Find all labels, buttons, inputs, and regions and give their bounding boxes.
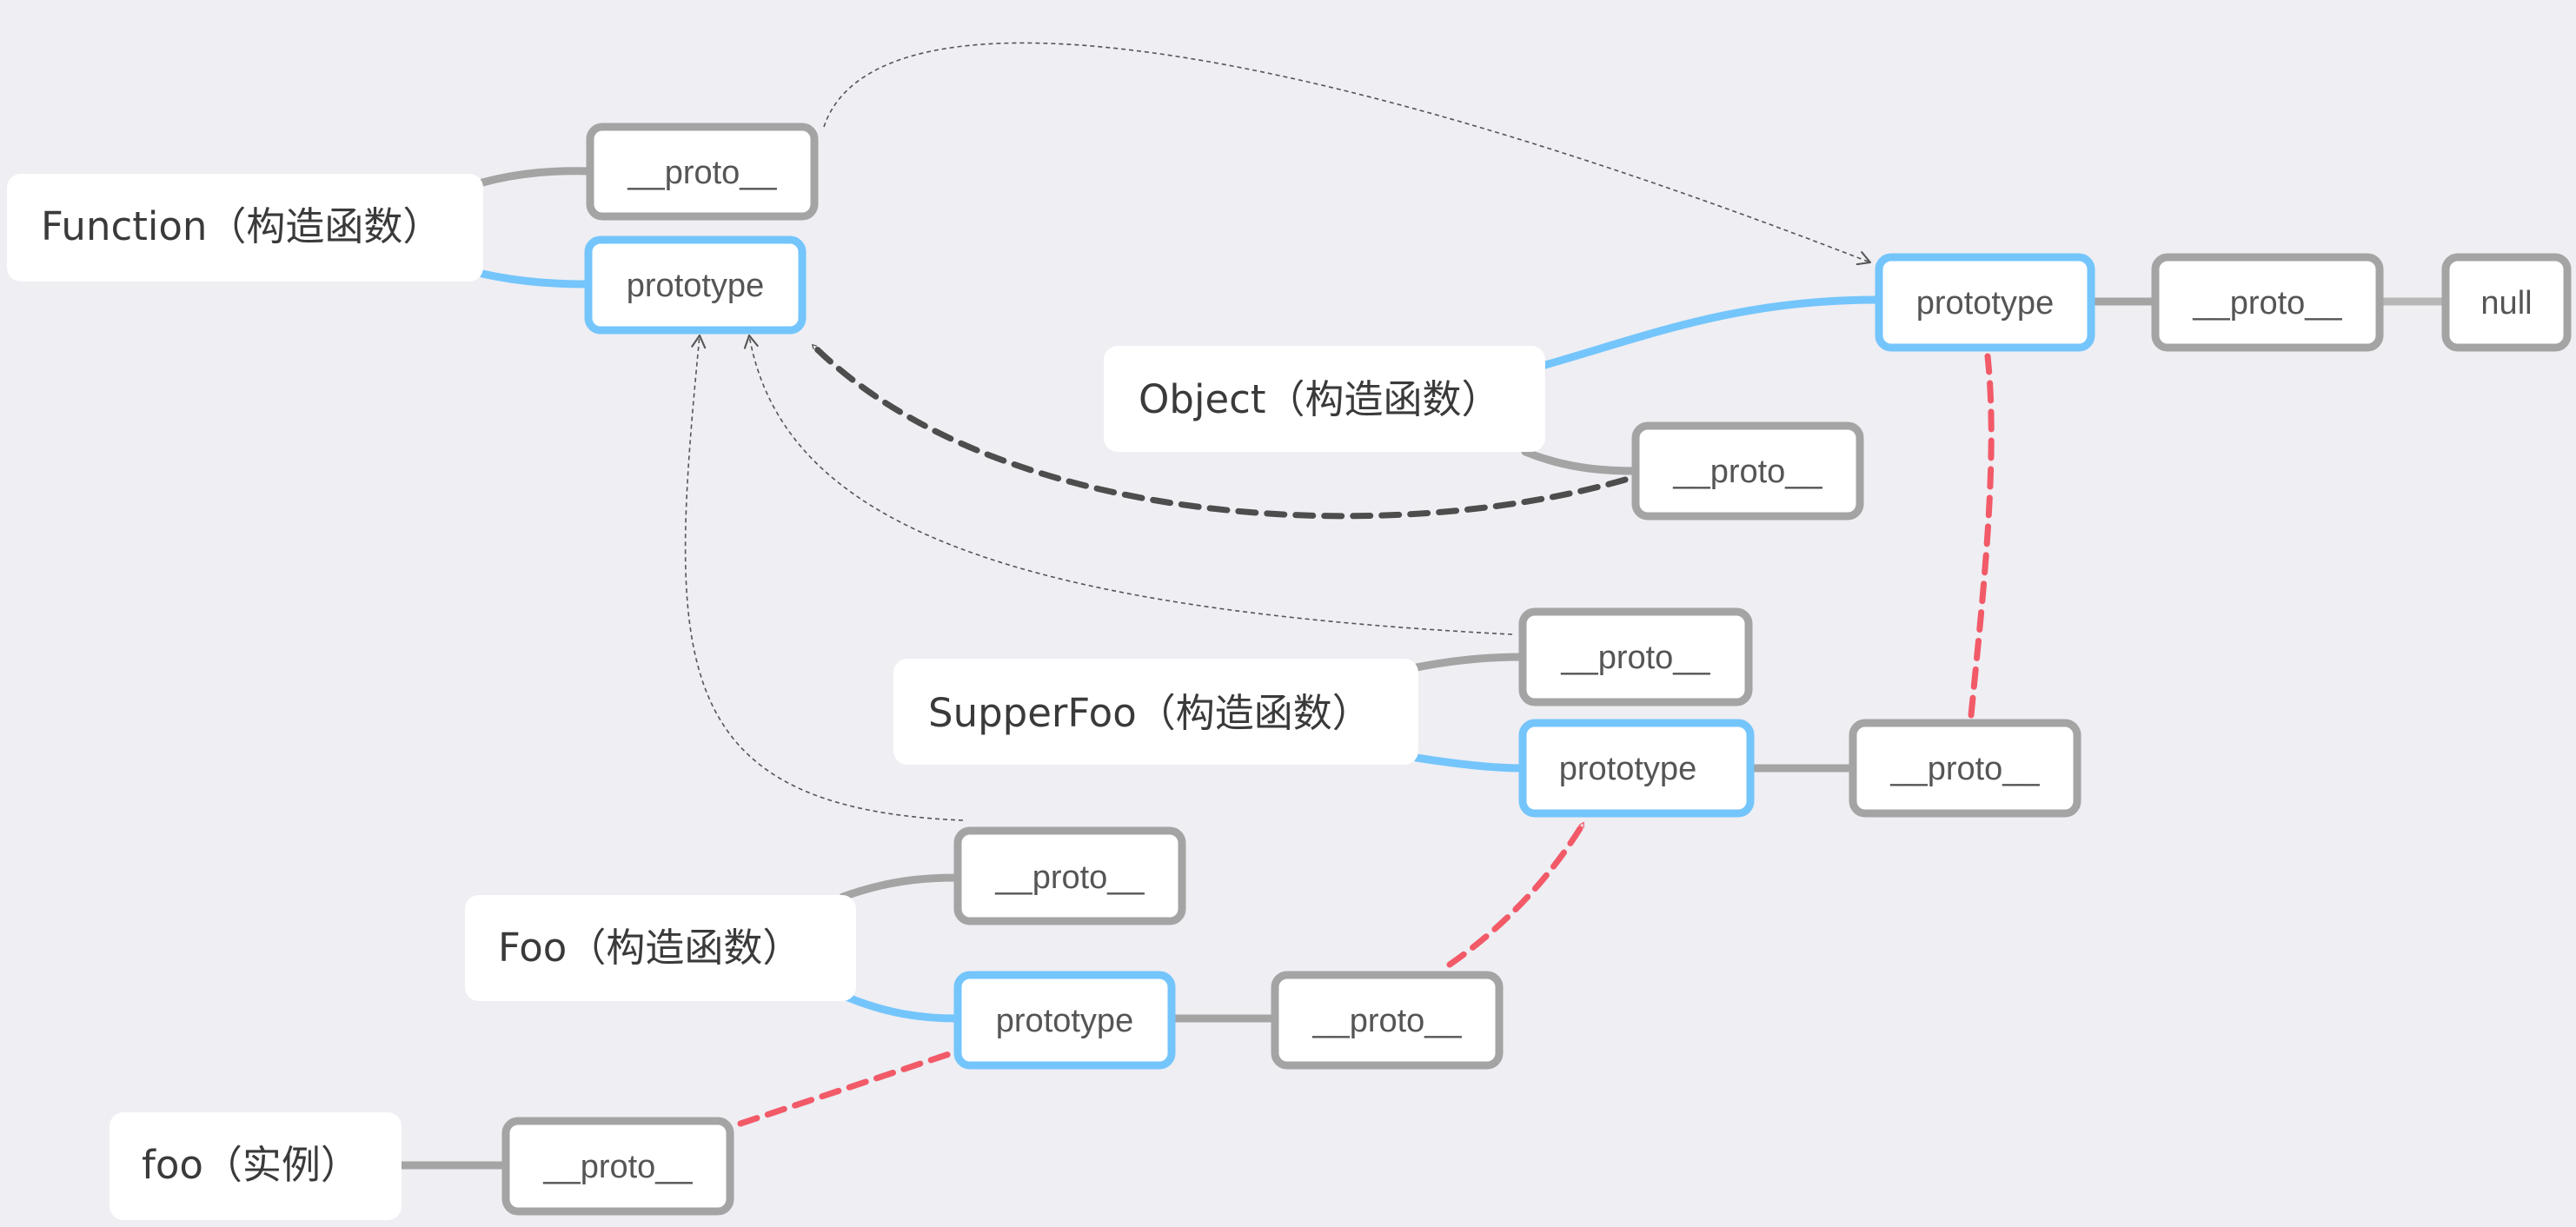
instance-proto-node: __proto__ — [501, 1117, 734, 1216]
labels: Function（构造函数） Object（构造函数） SupperFoo（构造… — [7, 174, 1545, 1220]
chain-foo-proto-to-supperfoo-prototype — [1446, 819, 1587, 968]
connector-supperfoo-proto — [1412, 653, 1527, 672]
connector-function-proto — [478, 167, 595, 187]
ref-supperfoo-proto-to-function-prototype — [743, 334, 1513, 635]
connector-foo-proto — [839, 873, 960, 901]
supperfoo-proto-node: __proto__ — [1518, 607, 1753, 706]
object-proto-text: __proto__ — [1672, 454, 1822, 490]
instance-proto-text: __proto__ — [542, 1149, 693, 1185]
instance-label-text: foo（实例） — [142, 1142, 360, 1188]
chain-object-proto-to-function-prototype — [809, 342, 1629, 520]
chain-instance-to-foo-prototype — [737, 1051, 953, 1127]
object-proto-node: __proto__ — [1631, 421, 1864, 521]
connector-object-proto — [1521, 448, 1640, 475]
object-prototype-node: prototype — [1875, 253, 2095, 352]
object-label: Object（构造函数） — [1104, 346, 1545, 452]
connector-foo-prototype — [844, 993, 960, 1023]
connector-function-prototype — [478, 269, 594, 289]
connector-supperfoo-prototype — [1412, 753, 1527, 773]
object-prototype-proto-text: __proto__ — [2192, 285, 2342, 322]
function-prototype-node: prototype — [584, 235, 807, 335]
function-proto-node: __proto__ — [586, 123, 819, 221]
chain-arrows — [737, 342, 1995, 1127]
function-prototype-text: prototype — [627, 268, 764, 304]
supperfoo-prototype-proto-text: __proto__ — [1889, 751, 2040, 787]
supperfoo-prototype-text: prototype — [1559, 751, 1696, 787]
ref-foo-proto-to-function-prototype — [684, 334, 964, 821]
ref-function-proto-to-object-prototype — [823, 42, 1872, 266]
supperfoo-prototype-proto-node: __proto__ — [1849, 719, 2081, 818]
connectors — [397, 167, 2448, 1170]
chain-supperfoo-proto-to-object-prototype — [1968, 353, 1995, 719]
null-text: null — [2480, 285, 2532, 322]
function-label-text: Function（构造函数） — [41, 203, 442, 249]
foo-proto-node: __proto__ — [953, 826, 1186, 925]
supperfoo-prototype-node: prototype — [1518, 719, 1755, 818]
supperfoo-label: SupperFoo（构造函数） — [893, 659, 1418, 765]
null-node: null — [2441, 253, 2572, 352]
foo-prototype-text: prototype — [996, 1003, 1133, 1039]
nodes: __proto__ prototype prototype __proto__ … — [501, 123, 2572, 1216]
connector-object-prototype — [1541, 295, 1882, 369]
foo-proto-text: __proto__ — [994, 859, 1145, 896]
object-prototype-text: prototype — [1916, 285, 2054, 322]
foo-label: Foo（构造函数） — [465, 895, 856, 1001]
foo-prototype-proto-text: __proto__ — [1311, 1003, 1462, 1039]
instance-label: foo（实例） — [110, 1112, 402, 1220]
reference-arrows — [684, 42, 1872, 821]
supperfoo-proto-text: __proto__ — [1560, 640, 1710, 676]
function-label: Function（构造函数） — [7, 174, 483, 282]
foo-label-text: Foo（构造函数） — [498, 925, 801, 971]
function-proto-text: __proto__ — [627, 155, 777, 191]
foo-prototype-node: prototype — [953, 971, 1176, 1070]
object-label-text: Object（构造函数） — [1139, 376, 1501, 422]
foo-prototype-proto-node: __proto__ — [1271, 971, 1504, 1070]
supperfoo-label-text: SupperFoo（构造函数） — [928, 690, 1371, 736]
object-prototype-proto-node: __proto__ — [2151, 253, 2384, 352]
